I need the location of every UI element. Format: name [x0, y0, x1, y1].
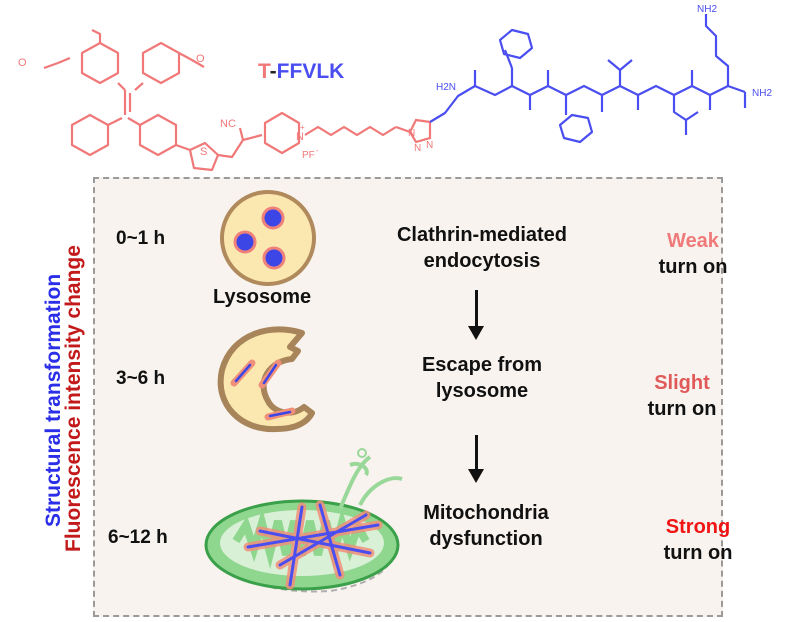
benzene-ring	[70, 113, 110, 157]
benzene-ring	[498, 28, 534, 60]
step-line: endocytosis	[423, 250, 541, 272]
step-line: Clathrin-mediated	[396, 224, 568, 246]
fluorescence-change-label: Fluorescence intensity change	[62, 245, 85, 552]
compound-name: T-FFVLK	[258, 60, 344, 83]
step-line: Escape from	[421, 354, 543, 376]
step-line: dysfunction	[429, 528, 543, 550]
t-ffvlk-structure: O O NC S N + PF - N N N	[18, 4, 772, 172]
benzene-ring	[141, 41, 181, 85]
counterion-charge: -	[316, 146, 319, 155]
intensity-level: Slight	[654, 372, 710, 394]
counterion-label: PF	[302, 150, 315, 161]
process-panel	[93, 177, 723, 617]
nitrile-label: NC	[220, 118, 236, 130]
lysine-amine-label: NH2	[697, 4, 717, 15]
ffvlk-peptide	[429, 14, 747, 144]
benzene-ring	[80, 41, 120, 85]
intensity-turn-on: turn on	[663, 542, 733, 564]
pyridinium-ring	[263, 111, 301, 155]
amine-label: H2N	[436, 82, 456, 93]
name-suffix: FFVLK	[277, 60, 345, 83]
stage-time: 6~12 h	[108, 527, 168, 548]
down-arrow-icon	[468, 435, 484, 483]
methoxy-o-label: O	[196, 53, 205, 65]
name-prefix: T	[258, 60, 271, 83]
lysosome-intact-icon	[220, 190, 316, 286]
step-line: Mitochondria	[423, 502, 549, 524]
stage-step: Escape from lysosome	[362, 352, 602, 404]
stage-step: Clathrin-mediated endocytosis	[362, 222, 602, 274]
methoxy-o-label: O	[18, 57, 27, 69]
stage-intensity: Weak turn on	[633, 228, 753, 280]
step-line: lysosome	[435, 380, 529, 402]
lysosome-broken-icon	[217, 326, 315, 433]
charge-plus: +	[300, 123, 305, 132]
thiophene-ring	[188, 141, 220, 172]
mitochondrion-damaged-icon	[204, 448, 403, 593]
triazole-n-label: N	[426, 140, 433, 151]
name-dash: -	[270, 60, 277, 83]
intensity-turn-on: turn on	[647, 398, 717, 420]
sulfur-label: S	[200, 146, 207, 158]
triazole-n-label: N	[408, 128, 415, 139]
benzene-ring	[138, 113, 178, 157]
intensity-level: Weak	[667, 230, 719, 252]
stage-time: 3~6 h	[116, 368, 166, 389]
pyridinium-n-label: N	[296, 131, 304, 143]
stage-time: 0~1 h	[116, 228, 166, 249]
stage-intensity: Slight turn on	[622, 370, 742, 422]
triazole-n-label: N	[414, 143, 421, 154]
tpe-fluorophore	[43, 29, 397, 172]
c-terminal-amide-label: NH2	[752, 88, 772, 99]
triazole-ring	[395, 118, 432, 144]
benzene-ring	[558, 113, 594, 144]
down-arrow-icon	[468, 290, 484, 340]
intensity-level: Strong	[665, 516, 731, 538]
intensity-turn-on: turn on	[658, 256, 728, 278]
stage-step: Mitochondria dysfunction	[366, 500, 606, 552]
stage-intensity: Strong turn on	[638, 514, 758, 566]
lysosome-label: Lysosome	[213, 286, 312, 308]
